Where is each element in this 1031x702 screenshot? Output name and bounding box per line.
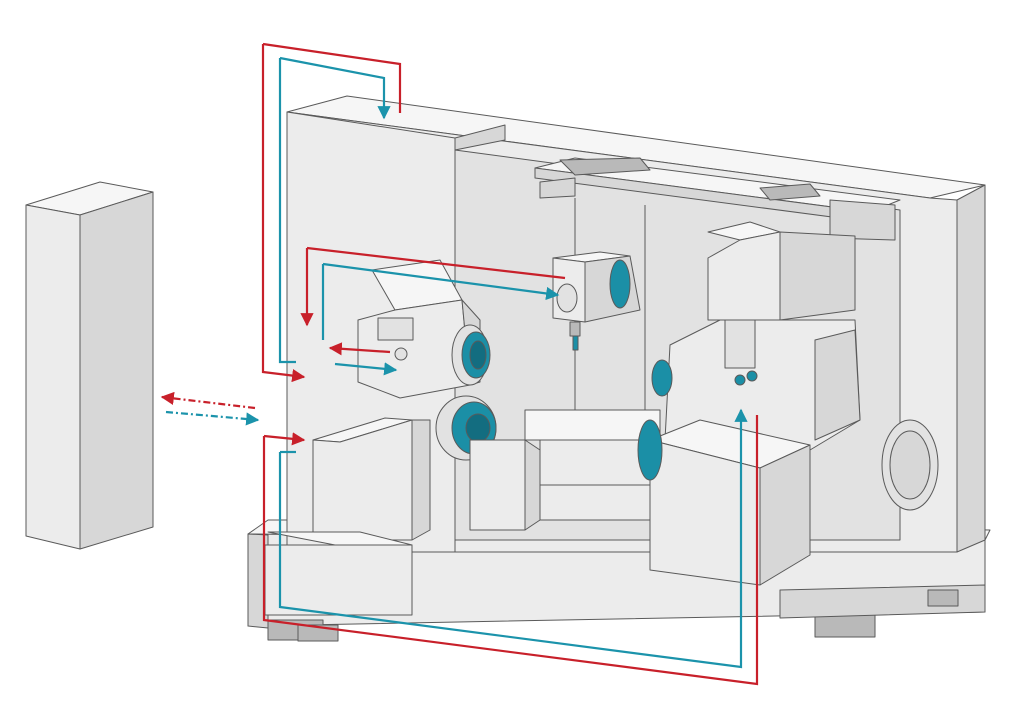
lower-left-turret: [435, 395, 541, 531]
right-carriage: [637, 419, 939, 586]
return-flow-line: [278, 58, 296, 364]
return-flow-line: [322, 262, 560, 300]
supply-flow-line: [263, 432, 306, 446]
main-chuck-icon: [451, 324, 491, 386]
return-flow-line: [165, 410, 260, 426]
return-flow-line: [279, 56, 391, 120]
machine-bed: [524, 409, 661, 521]
return-flow-line: [334, 362, 398, 376]
return-flow-line: [278, 408, 748, 669]
supply-flow-line: [160, 391, 256, 410]
supply-flow-line: [328, 342, 391, 356]
gantry-rail: [534, 157, 901, 241]
supply-flow-line: [306, 246, 566, 280]
supply-flow-line: [261, 44, 306, 383]
supply-flow-line: [262, 42, 402, 113]
tool-turret-icon: [651, 221, 861, 451]
left-carriage: [312, 417, 431, 541]
spindle-icon: [552, 251, 641, 351]
flow-paths: [160, 42, 759, 686]
external-cabinet: [25, 181, 154, 550]
supply-flow-line: [262, 415, 759, 686]
